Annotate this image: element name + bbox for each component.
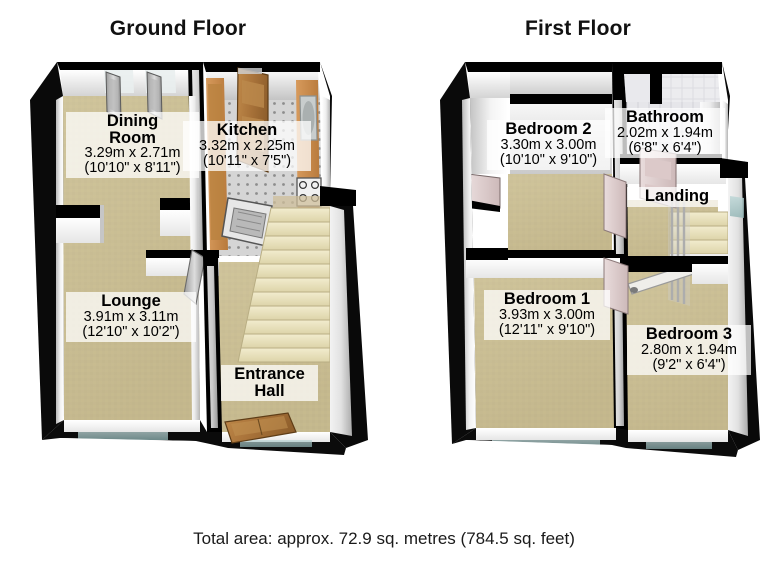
kitchen-door (183, 249, 206, 306)
total-area-text: Total area: approx. 72.9 sq. metres (784… (193, 529, 575, 548)
bedroom2-landing-door (603, 173, 627, 239)
ground-floor-title: Ground Floor (109, 17, 247, 40)
first-floor-title: First Floor (524, 17, 632, 40)
kitchen-back-door (236, 67, 269, 173)
washing-machine (221, 197, 273, 247)
ground-floor-plan (30, 62, 368, 455)
bedroom1-door (603, 257, 629, 315)
bedroom2-door (467, 173, 501, 212)
dining-window-right (146, 71, 163, 120)
landing-stairs (627, 196, 729, 306)
first-floor-plan (440, 62, 760, 457)
dining-window-left (105, 71, 122, 120)
front-door (224, 412, 297, 444)
